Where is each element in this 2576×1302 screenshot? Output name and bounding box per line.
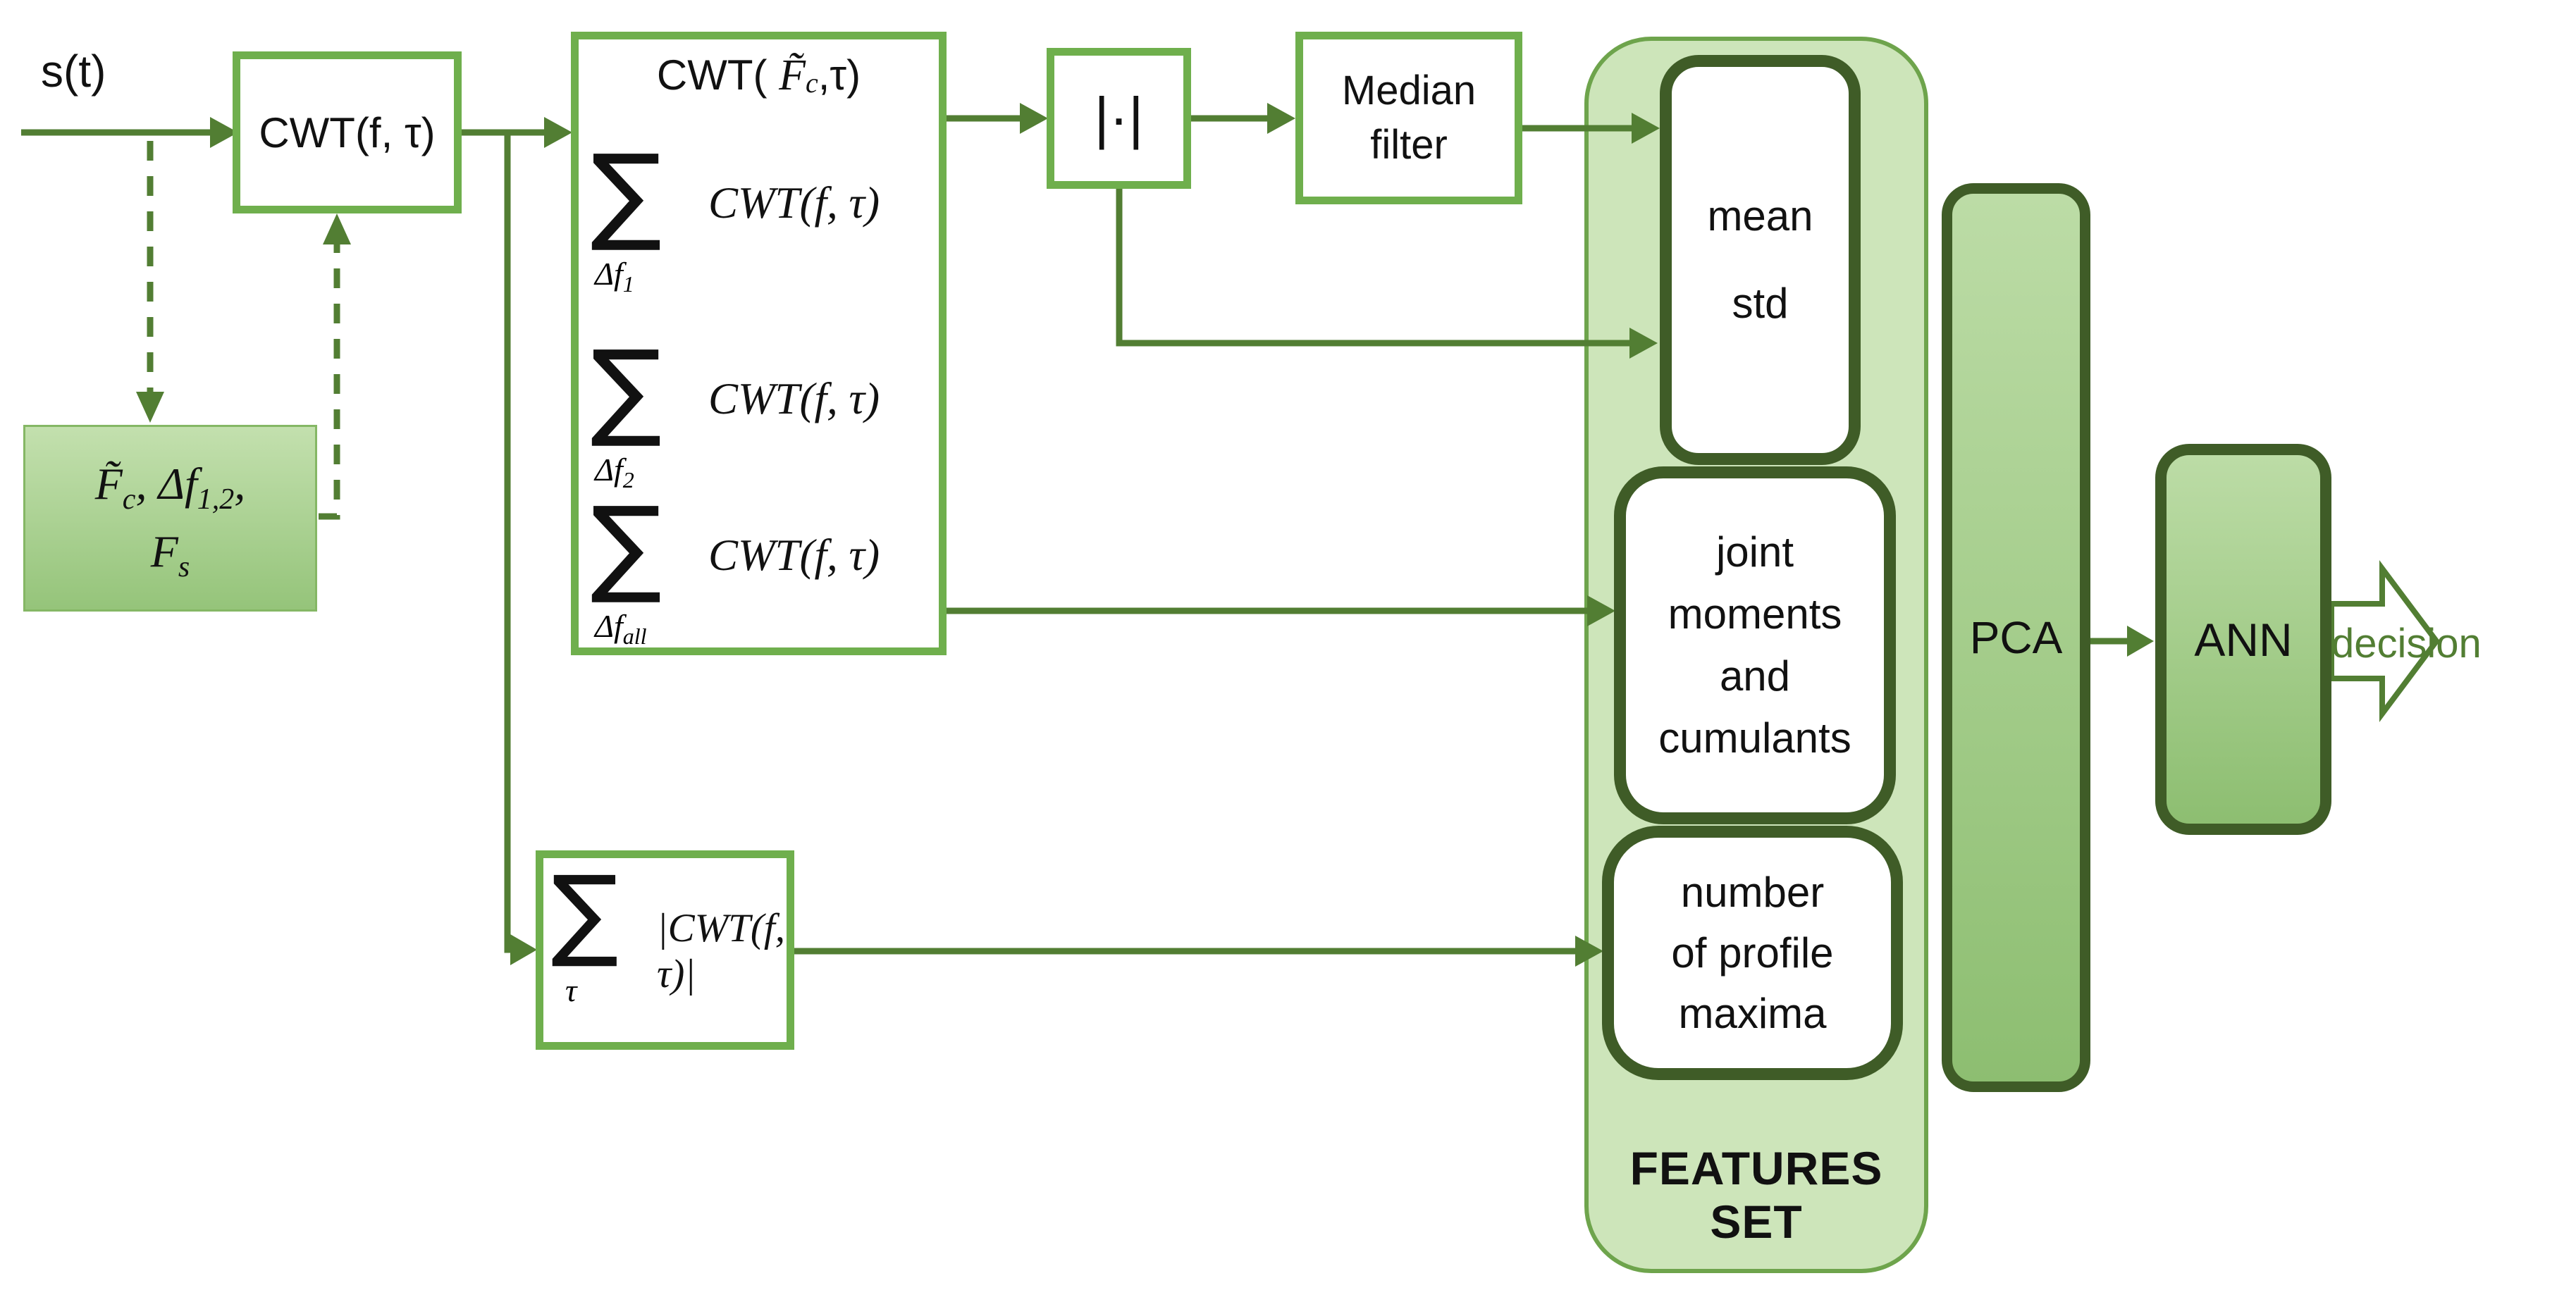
arrowhead-into-number [1575,936,1603,967]
joint-line3: and [1719,652,1791,700]
joint-moments-box: joint moments and cumulants [1614,466,1896,824]
arrowhead-into-mean-bottom [1629,328,1658,359]
sum-sub-1: Δf1 [595,256,634,297]
maxima-line3: maxima [1678,989,1827,1037]
parameters-line2: Fs [150,526,190,583]
cwt-fc-block [571,32,947,655]
arrowhead-into-lower [510,934,537,965]
median-filter-line2: filter [1370,121,1448,168]
maxima-line2: of profile [1671,929,1834,976]
profile-sum-formula: ∑ |CWT(f, τ)| τ [536,850,794,1050]
sum-row-1: ∑ CWT(f, τ) Δf1 [585,141,937,310]
cwt-fc-title: CWT( F̃c,τ) [656,51,861,99]
abs-block-label: |·| [1094,86,1144,150]
decision-label: decision [2331,621,2482,666]
pca-block: PCA [1942,183,2090,1092]
parameters-line1: F̃c, Δf1,2, [94,458,246,516]
arrowhead-into-cwt-bottom [323,213,351,244]
sigma-1: ∑ [591,132,663,255]
features-set-title: FEATURES SET [1629,1142,1883,1248]
decision-arrow-shape [2329,559,2440,723]
arrowhead-into-median [1267,103,1295,134]
maxima-line1: number [1680,868,1825,916]
pca-label: PCA [1969,612,2063,663]
cwt-block: CWT(f, τ) [233,51,462,213]
arrowhead-into-bigbox [544,117,572,148]
joint-line4: cumulants [1658,714,1851,762]
profile-sum-block [536,850,794,1050]
arrowhead-into-abs [1020,103,1048,134]
arrowhead-into-mean-top [1632,113,1660,144]
sum-expr-2: CWT(f, τ) [708,374,880,423]
sigma-tau: ∑ [551,855,619,971]
ann-label: ANN [2194,613,2293,666]
profile-sum-sub: τ [565,972,577,1008]
sum-row-2: ∑ CWT(f, τ) Δf2 [585,337,937,506]
sum-sub-2: Δf2 [595,452,634,493]
sigma-2: ∑ [591,328,663,451]
arrowhead-into-params [136,392,164,423]
arrowhead-into-joint [1587,595,1615,626]
joint-line2: moments [1668,590,1842,638]
mean-label: mean [1707,192,1813,240]
median-filter-line1: Median [1341,67,1477,113]
sigma-3: ∑ [591,485,663,607]
sum-sub-3: Δfall [595,608,647,650]
input-signal-label: s(t) [41,46,106,97]
arrowhead-into-ann [2127,626,2154,657]
cwt-block-label: CWT(f, τ) [259,108,436,156]
arrowhead-into-cwt [210,117,238,148]
std-label: std [1732,280,1789,327]
sum-expr-1: CWT(f, τ) [708,178,880,228]
parameters-block: F̃c, Δf1,2, Fs [23,425,317,612]
median-filter-block: Median filter [1295,32,1522,204]
profile-maxima-box: number of profile maxima [1602,826,1903,1080]
profile-sum-expr: |CWT(f, τ)| [657,906,785,996]
joint-line1: joint [1715,528,1794,576]
abs-block: |·| [1047,48,1191,189]
sum-row-3: ∑ CWT(f, τ) Δfall [585,493,937,662]
sum-expr-3: CWT(f, τ) [708,531,880,580]
ann-block: ANN [2155,444,2331,835]
wire-abs-bypass [1116,189,1630,347]
mean-std-box: mean std [1660,55,1861,465]
wire-dashed-params-up [319,243,340,520]
